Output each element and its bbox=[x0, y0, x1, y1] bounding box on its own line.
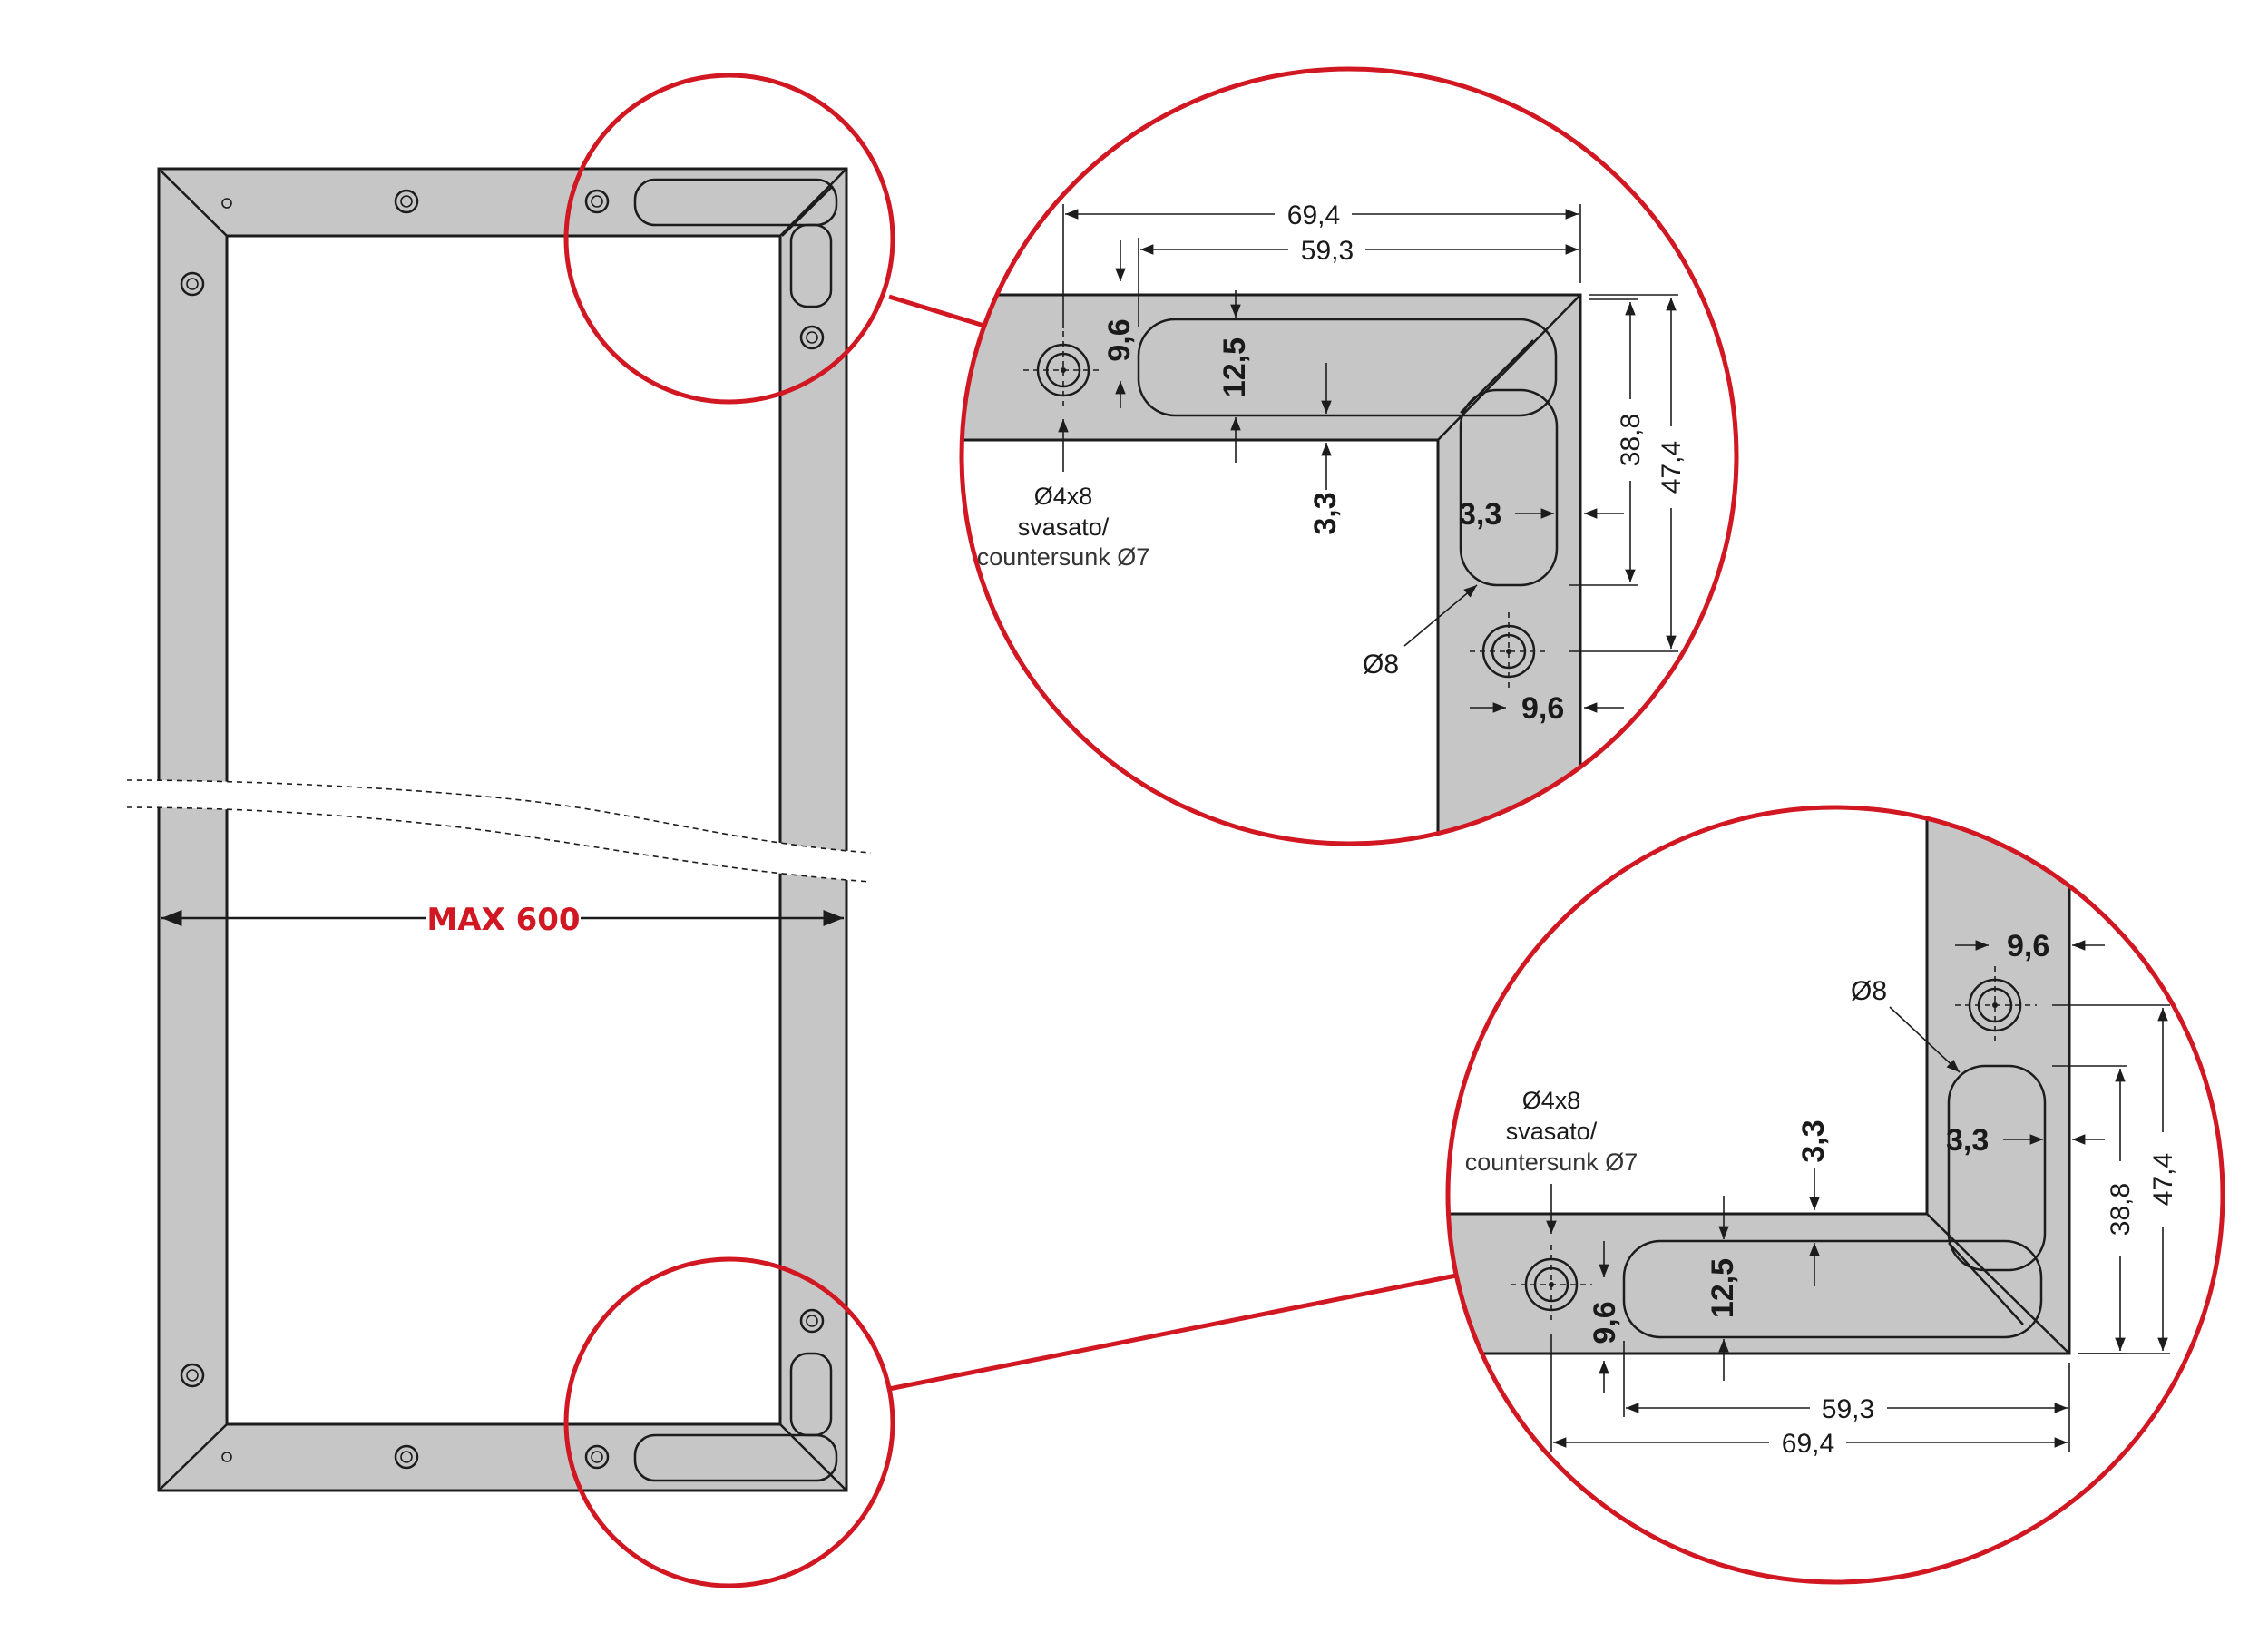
pin-hole-icon bbox=[221, 1452, 232, 1462]
screw-hole-icon bbox=[180, 271, 205, 297]
detail-bottom-dim-gap-h-label: 3,3 bbox=[1946, 1123, 1989, 1158]
overview-frame: MAX 600 bbox=[126, 73, 895, 1588]
detail-top-dim-slot-length-label: 38,8 bbox=[1616, 414, 1646, 466]
screw-hole-icon bbox=[180, 1363, 205, 1388]
detail-bottom-dim-slot-length-label: 38,8 bbox=[2106, 1183, 2136, 1236]
detail-top-slot-radius-label: Ø8 bbox=[1363, 650, 1399, 679]
screw-hole-icon bbox=[394, 189, 419, 214]
detail-bottom-slot-radius-label: Ø8 bbox=[1851, 976, 1887, 1006]
detail-bottom-dim-gap-v-label: 3,3 bbox=[1796, 1119, 1831, 1162]
detail-top-dim-hole-offset-v-label: 9,6 bbox=[1521, 691, 1564, 726]
detail-circle-top bbox=[563, 73, 895, 405]
countersunk-hole-icon bbox=[1023, 331, 1103, 410]
screw-hole-icon bbox=[584, 189, 610, 214]
slot-icon bbox=[789, 223, 833, 308]
detail-top-dim-gap-h-label: 3,3 bbox=[1459, 497, 1501, 532]
max-width-label: MAX 600 bbox=[426, 902, 580, 938]
detail-bottom-hole-note-1-label: Ø4x8 bbox=[1522, 1087, 1581, 1114]
detail-top-hole-note-2-label: svasato/ bbox=[1018, 513, 1110, 541]
screw-hole-icon bbox=[799, 1308, 825, 1334]
pin-hole-icon bbox=[221, 198, 232, 209]
screw-hole-icon bbox=[584, 1444, 610, 1470]
detail-bottom-dim-hole-offset-h-label: 9,6 bbox=[1588, 1301, 1622, 1344]
countersunk-hole-icon bbox=[1470, 612, 1550, 691]
detail-top-dim-slot-start-label: 59,3 bbox=[1301, 236, 1354, 266]
detail-bottom: 9,6 Ø8 3,3 38,8 47,4 3,3 12,5 9,6 bbox=[1445, 805, 2225, 1585]
slot-icon bbox=[633, 178, 838, 227]
detail-top-dim-overall-height-label: 47,4 bbox=[1657, 441, 1687, 494]
connector-top bbox=[888, 294, 988, 329]
detail-bottom-dim-slot-start-label: 59,3 bbox=[1822, 1394, 1874, 1424]
detail-bottom-dim-overall-width-label: 69,4 bbox=[1782, 1429, 1834, 1459]
detail-top-dim-gap-v-label: 3,3 bbox=[1308, 492, 1343, 534]
detail-magnifier-bottom bbox=[1445, 805, 2225, 1585]
detail-top: 69,4 59,3 9,6 12,5 3,3 3,3 38,8 47,4 bbox=[959, 66, 1739, 846]
detail-top-hole-note-3-label: countersunk Ø7 bbox=[977, 543, 1150, 571]
detail-bottom-hole-note-2-label: svasato/ bbox=[1506, 1118, 1598, 1145]
detail-circle-bottom bbox=[563, 1256, 895, 1588]
detail-bottom-dim-overall-height-label: 47,4 bbox=[2148, 1153, 2178, 1206]
countersunk-hole-icon bbox=[1511, 1245, 1592, 1325]
connector-bottom bbox=[888, 1272, 1462, 1392]
detail-bottom-hole-note-3-label: countersunk Ø7 bbox=[1465, 1149, 1638, 1176]
detail-bottom-dim-hole-offset-v-label: 9,6 bbox=[2007, 929, 2049, 963]
countersunk-hole-icon bbox=[1955, 966, 2037, 1045]
detail-top-dim-overall-width-label: 69,4 bbox=[1287, 200, 1340, 230]
detail-bottom-dim-slot-height-label: 12,5 bbox=[1706, 1258, 1740, 1318]
screw-hole-icon bbox=[799, 325, 825, 350]
screw-hole-icon bbox=[394, 1444, 419, 1470]
detail-top-hole-note-1-label: Ø4x8 bbox=[1034, 483, 1093, 510]
detail-magnifier-top bbox=[959, 66, 1739, 846]
detail-top-dim-slot-height-label: 12,5 bbox=[1217, 337, 1252, 397]
detail-top-dim-hole-offset-h-label: 9,6 bbox=[1102, 318, 1137, 361]
slot-icon bbox=[633, 1433, 838, 1482]
